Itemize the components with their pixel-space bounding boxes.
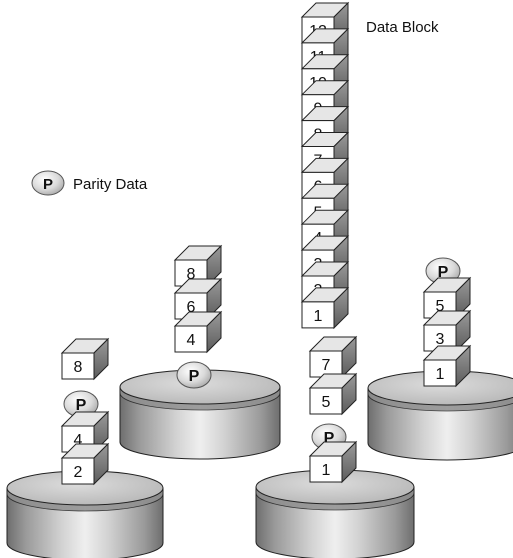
block-number: 5 bbox=[436, 298, 445, 315]
parity-legend: P Parity Data bbox=[31, 170, 148, 196]
block-face bbox=[301, 301, 335, 329]
disks bbox=[6, 369, 513, 558]
block-number: 5 bbox=[322, 394, 331, 411]
disk-1-contents: 8P 4 2 bbox=[60, 337, 110, 486]
block-number: 3 bbox=[436, 331, 445, 348]
disk-4-contents: P 5 3 1 bbox=[422, 257, 472, 388]
data-block-8: 8 bbox=[60, 337, 110, 381]
block-face bbox=[61, 457, 95, 485]
block-face bbox=[309, 455, 343, 483]
parity-legend-label: Parity Data bbox=[73, 176, 148, 193]
block-number: 6 bbox=[187, 299, 196, 316]
data-block-1: 1 bbox=[308, 440, 358, 484]
data-block-5: 5 bbox=[308, 372, 358, 416]
block-number: 1 bbox=[322, 462, 331, 479]
data-block-1: 1 bbox=[422, 344, 472, 388]
data-block-2: 2 bbox=[60, 442, 110, 486]
data-block-4: 4 bbox=[173, 310, 223, 354]
disk-2-contents: 8 6 4P bbox=[173, 244, 223, 389]
parity-legend-icon bbox=[31, 170, 65, 196]
block-number: 1 bbox=[314, 308, 323, 325]
block-face bbox=[61, 352, 95, 380]
data-block-label: Data Block bbox=[366, 19, 439, 36]
block-number: 4 bbox=[187, 332, 196, 349]
block-face bbox=[174, 325, 208, 353]
data-block-7: 7 bbox=[308, 335, 358, 379]
block-number: 2 bbox=[74, 464, 83, 481]
data-block-stack: 121110987654321 bbox=[300, 1, 350, 330]
parity-symbol: P bbox=[189, 368, 200, 385]
block-face bbox=[423, 359, 457, 387]
parity-icon bbox=[176, 361, 212, 389]
parity-disc: P bbox=[176, 361, 212, 389]
parity-symbol: P bbox=[438, 264, 449, 281]
parity-legend-symbol: P bbox=[43, 176, 53, 193]
parity-symbol: P bbox=[324, 430, 335, 447]
disk-1 bbox=[6, 470, 164, 558]
block-face bbox=[309, 350, 343, 378]
disk-3 bbox=[255, 469, 415, 558]
block-number: 7 bbox=[322, 357, 331, 374]
disk-4 bbox=[367, 370, 513, 461]
block-number: 8 bbox=[74, 359, 83, 376]
block-face bbox=[309, 387, 343, 415]
stack-block-1: 1 bbox=[300, 286, 350, 330]
block-number: 8 bbox=[187, 266, 196, 283]
parity-symbol: P bbox=[76, 397, 87, 414]
block-number: 4 bbox=[74, 432, 83, 449]
disk-3-contents: 7 5P 1 bbox=[308, 335, 358, 484]
block-number: 1 bbox=[436, 366, 445, 383]
